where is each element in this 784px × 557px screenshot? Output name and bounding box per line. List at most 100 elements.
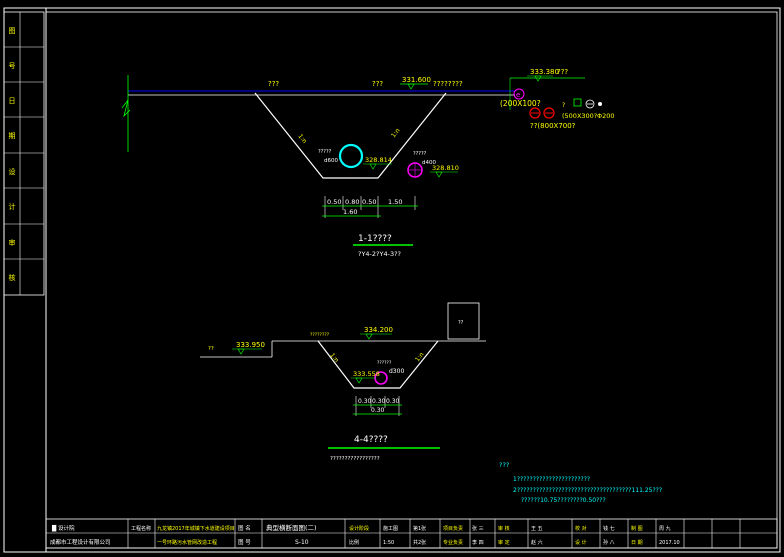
left-strip: 图 号 日 期 设 计 审 核 bbox=[3, 11, 45, 296]
section2-left-elev: 333.950 bbox=[236, 341, 265, 349]
structure-box-label: ?? bbox=[458, 320, 464, 326]
project-label: 工程名称 bbox=[131, 525, 151, 532]
drawing-name: 典型横断面图(二) bbox=[266, 523, 317, 532]
utility-square-icon bbox=[573, 98, 582, 107]
drawing-label: 图 名 bbox=[238, 524, 251, 532]
trench-outline-2 bbox=[317, 340, 439, 389]
role-name: 李 四 bbox=[472, 539, 484, 546]
role-name: 周 九 bbox=[659, 525, 671, 532]
section2-top-elev: 334.200 bbox=[364, 326, 393, 334]
role-label: 专业负责 bbox=[443, 539, 463, 546]
section-4-4: ?? 333.950 ???????? 334.200 ?? 1:n 1:n ?… bbox=[200, 302, 486, 462]
dim-label: 0.80 bbox=[345, 198, 359, 206]
logo: █ 设计院 bbox=[51, 524, 75, 532]
role-label: 校 对 bbox=[575, 525, 587, 532]
utility-red-icon bbox=[543, 107, 555, 119]
utility-circle-glyph: e bbox=[516, 91, 520, 99]
role-label: 项目负责 bbox=[443, 525, 463, 532]
section-1-1: ??? ??? 331.600 ???????? 1:n 1:n ????? d… bbox=[121, 68, 615, 258]
box-right-dia: Φ200 bbox=[597, 112, 615, 120]
role-name: 王 五 bbox=[531, 526, 543, 532]
strip-label: 设 bbox=[9, 167, 16, 176]
pipe-magenta-dia: d400 bbox=[422, 160, 436, 166]
section2-dimensions: 0.30 0.30 0.30 0.30 bbox=[353, 396, 402, 416]
elevation-marker-icon bbox=[435, 171, 443, 178]
pipe2-elev: 333.558 bbox=[353, 370, 380, 378]
drawing-number: S-10 bbox=[295, 539, 309, 546]
elevation-marker-icon bbox=[534, 75, 542, 82]
scale-label: 比例 bbox=[349, 539, 359, 546]
slope-label-right-2: 1:n bbox=[414, 351, 426, 363]
strip-label: 图 bbox=[9, 27, 16, 35]
dim-label: 0.30 bbox=[386, 398, 400, 405]
title-block: █ 设计院 成都市工程设计有限公司 工程名称 九龙镇2017年城镇下水道建设项目… bbox=[45, 518, 778, 549]
role-label: 审 核 bbox=[498, 525, 510, 532]
role-name: 赵 六 bbox=[531, 539, 543, 546]
stage-value: 施工图 bbox=[383, 525, 398, 532]
section2-top-label: ???????? bbox=[310, 332, 330, 338]
company-name: 成都市工程设计有限公司 bbox=[50, 538, 111, 546]
dim-label: 0.50 bbox=[362, 198, 376, 206]
section1-title: 1-1???? bbox=[358, 234, 392, 244]
pipe-d600-icon bbox=[338, 143, 364, 169]
strip-label: 号 bbox=[9, 62, 16, 70]
strip-label: 审 bbox=[9, 238, 16, 247]
role-name: 2017.10 bbox=[659, 540, 680, 546]
strip-label: 计 bbox=[9, 202, 16, 211]
trench-outline bbox=[254, 92, 447, 179]
dim-label: 1.50 bbox=[388, 198, 402, 206]
sheet-label: 第1张 bbox=[413, 525, 426, 532]
notes-line: ??????10.75????????0.50??? bbox=[521, 497, 606, 504]
role-label: 制 图 bbox=[631, 525, 643, 532]
dim-label: 1.60 bbox=[343, 208, 357, 216]
notes-line: 1??????????????????????? bbox=[513, 476, 590, 483]
role-label: 审 定 bbox=[498, 539, 510, 546]
utility-dot-icon bbox=[598, 102, 602, 106]
role-name: 孙 八 bbox=[603, 539, 615, 546]
section2-subtitle: ????????????????? bbox=[330, 456, 380, 462]
slope-label-right: 1:n bbox=[390, 127, 402, 139]
section1-dimensions: 0.50 0.80 0.50 1.50 1.60 bbox=[322, 196, 418, 218]
drawing-border bbox=[45, 11, 778, 549]
notes-line: 2????????????????????????????????????111… bbox=[513, 487, 662, 494]
role-name: 张 三 bbox=[472, 525, 484, 532]
section1-label-right: ???????? bbox=[433, 80, 463, 88]
elevation-marker-icon bbox=[355, 377, 363, 384]
pipe2-label: ?????? bbox=[377, 360, 392, 366]
strip-label: 核 bbox=[9, 273, 16, 282]
utility-circle-icon bbox=[513, 88, 525, 100]
pipe-cyan-dia: d600 bbox=[324, 158, 338, 164]
section1-label-left: ??? bbox=[268, 80, 279, 88]
project-name-line2: 一号环路污水管网改造工程 bbox=[157, 539, 217, 546]
scale-value: 1:50 bbox=[383, 540, 394, 546]
project-name: 九龙镇2017年城镇下水道建设项目 bbox=[157, 525, 235, 532]
dim-label: 0.30 bbox=[358, 398, 372, 405]
role-label: 设 计 bbox=[575, 539, 587, 546]
section2-title: 4-4???? bbox=[354, 435, 388, 445]
dim-label: 0.30 bbox=[371, 407, 385, 414]
dim-label: 0.50 bbox=[327, 198, 341, 206]
elevation-marker-icon bbox=[407, 83, 415, 90]
utility-small-circle-icon bbox=[585, 99, 595, 109]
role-name: 钱 七 bbox=[603, 525, 615, 532]
utility-red-icon bbox=[529, 107, 541, 119]
role-label: 日 期 bbox=[631, 540, 643, 546]
slope-label-left-2: 1:n bbox=[328, 352, 340, 364]
sheet-value: 共2张 bbox=[413, 539, 426, 546]
road-label: ??? bbox=[557, 68, 568, 76]
box-left-label: (200X100? bbox=[500, 99, 541, 108]
elevation-marker-icon bbox=[369, 163, 377, 170]
section1-elev-center: 331.600 bbox=[402, 76, 431, 84]
break-symbol bbox=[121, 99, 131, 118]
pipe-cyan-label: ????? bbox=[318, 149, 332, 155]
pipe2-dia: d300 bbox=[389, 368, 404, 375]
box-right-label: (500X300? bbox=[562, 112, 597, 120]
elevation-marker-icon bbox=[365, 333, 373, 340]
section1-subtitle: ?Y4-2?Y4-3?? bbox=[358, 250, 401, 258]
notes-heading: ??? bbox=[499, 461, 509, 469]
strip-label: 日 bbox=[9, 97, 16, 105]
pipe-cyan-elev: 328.814 bbox=[365, 156, 392, 164]
section1-label-mid: ??? bbox=[372, 80, 383, 88]
outer-frame bbox=[3, 7, 781, 553]
